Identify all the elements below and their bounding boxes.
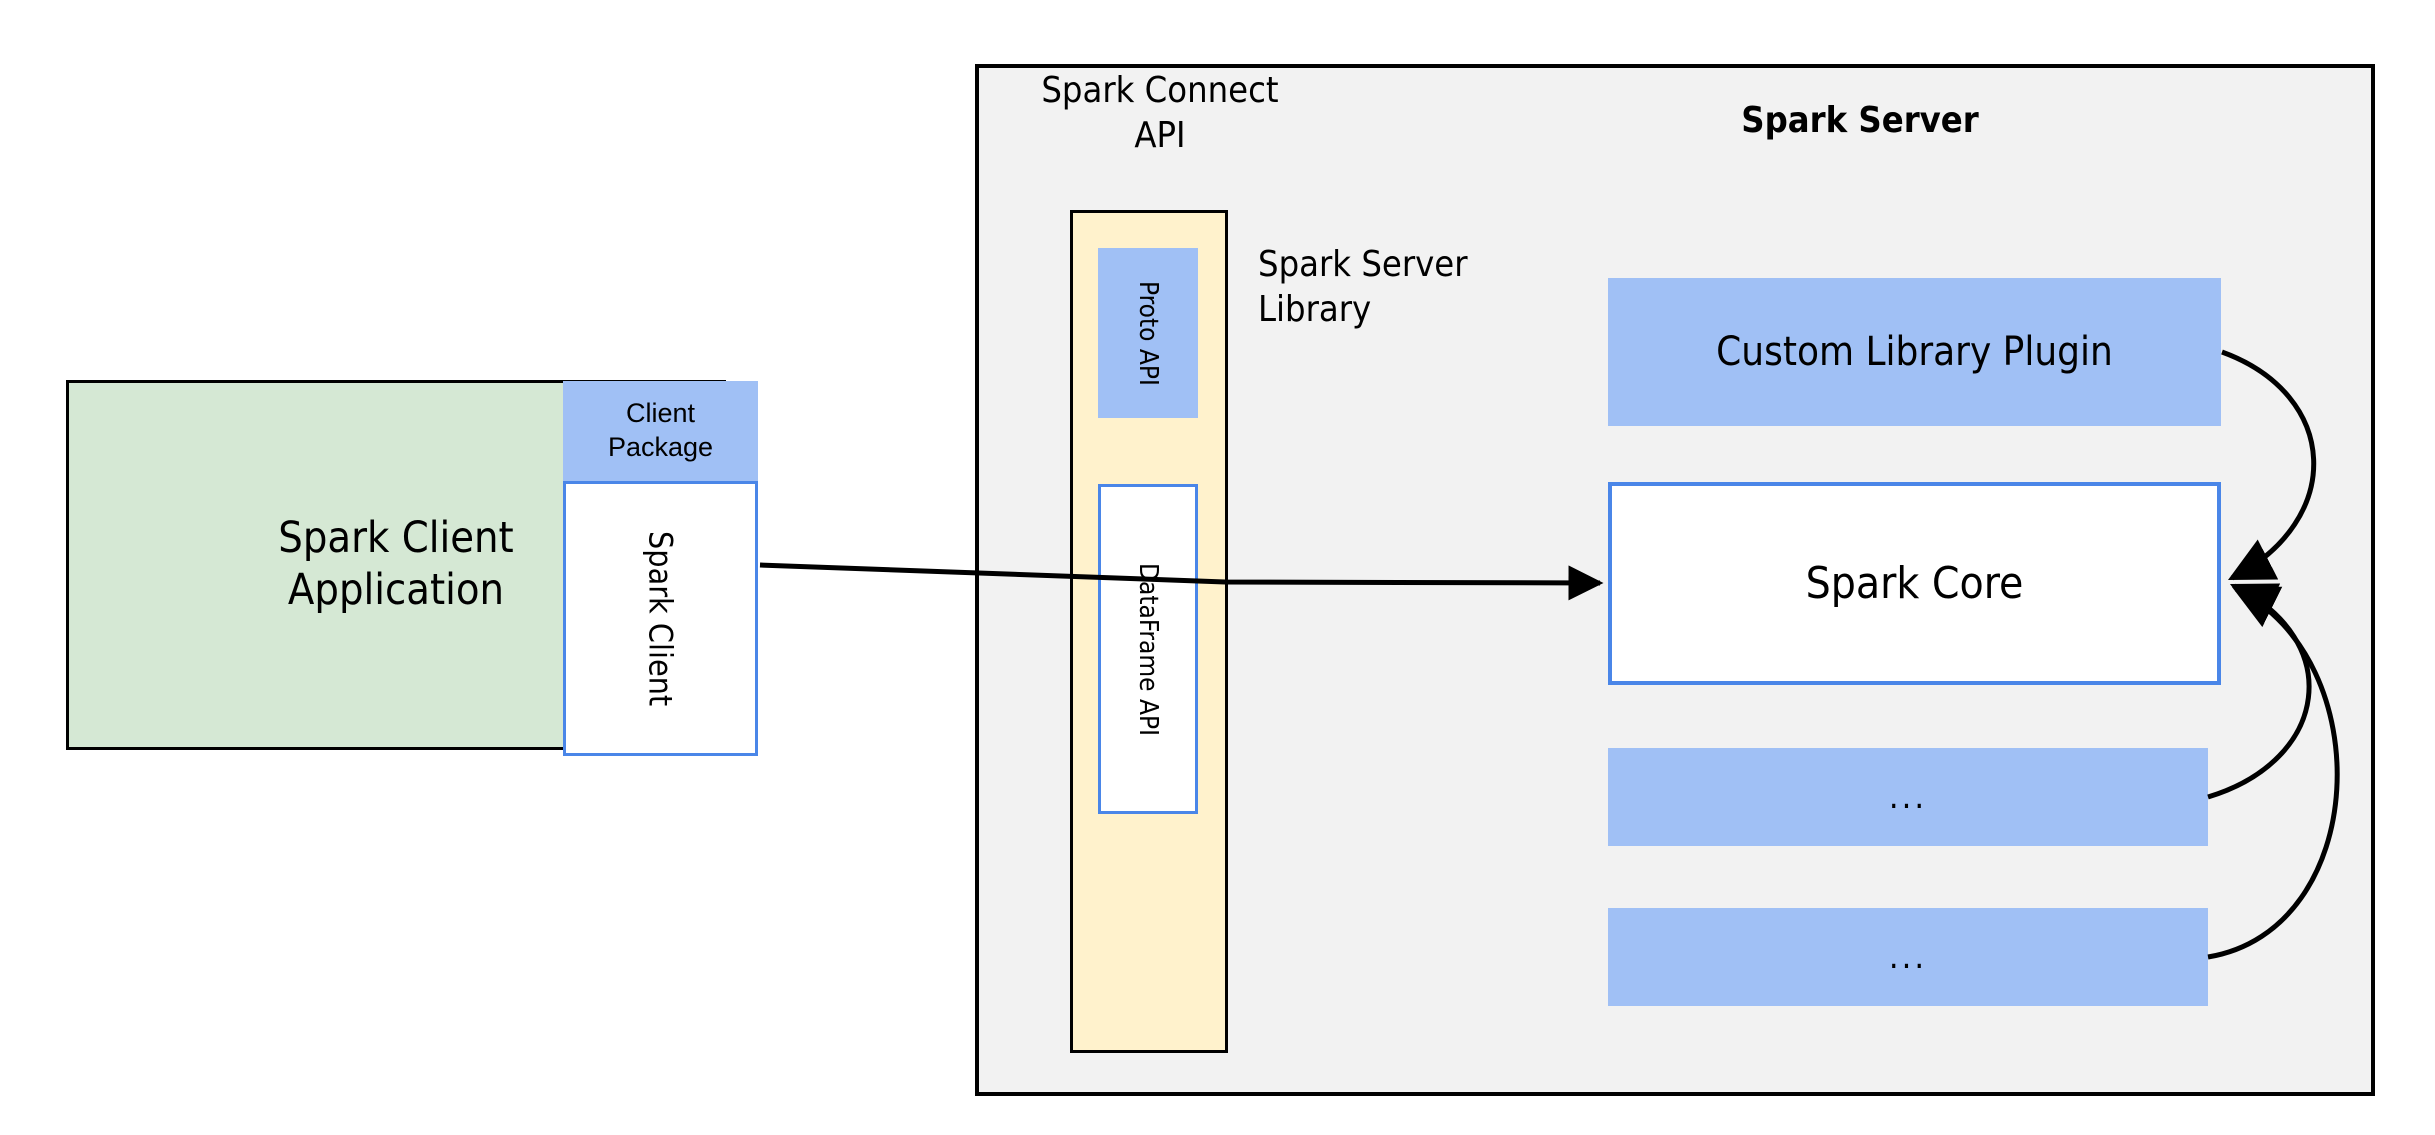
spark-core-label: Spark Core <box>1805 558 2024 609</box>
module-ellipsis-box-1[interactable]: ... <box>1608 748 2208 846</box>
dataframe-api-box[interactable]: DataFrame API <box>1098 484 1198 814</box>
client-package-label: Client Package <box>607 398 714 462</box>
spark-client-application-label: Spark Client Application <box>278 513 514 615</box>
custom-library-plugin-box[interactable]: Custom Library Plugin <box>1608 278 2221 426</box>
spark-server-library-label: Spark Server Library <box>1258 244 1468 330</box>
dataframe-api-label: DataFrame API <box>1133 562 1163 736</box>
custom-library-plugin-label: Custom Library Plugin <box>1716 329 2113 375</box>
module-ellipsis-box-2[interactable]: ... <box>1608 908 2208 1006</box>
proto-api-box[interactable]: Proto API <box>1098 248 1198 418</box>
module-ellipsis-label-2: ... <box>1888 937 1928 977</box>
client-package-box[interactable]: Client Package <box>563 381 758 481</box>
proto-api-label: Proto API <box>1133 280 1163 386</box>
module-ellipsis-label-1: ... <box>1888 777 1928 817</box>
spark-server-title: Spark Server <box>1741 99 1979 141</box>
spark-connect-api-label: Spark Connect API <box>1041 70 1279 156</box>
spark-client-label: Spark Client <box>641 530 680 707</box>
spark-client-box[interactable]: Spark Client <box>563 481 758 756</box>
spark-core-box[interactable]: Spark Core <box>1608 482 2221 685</box>
